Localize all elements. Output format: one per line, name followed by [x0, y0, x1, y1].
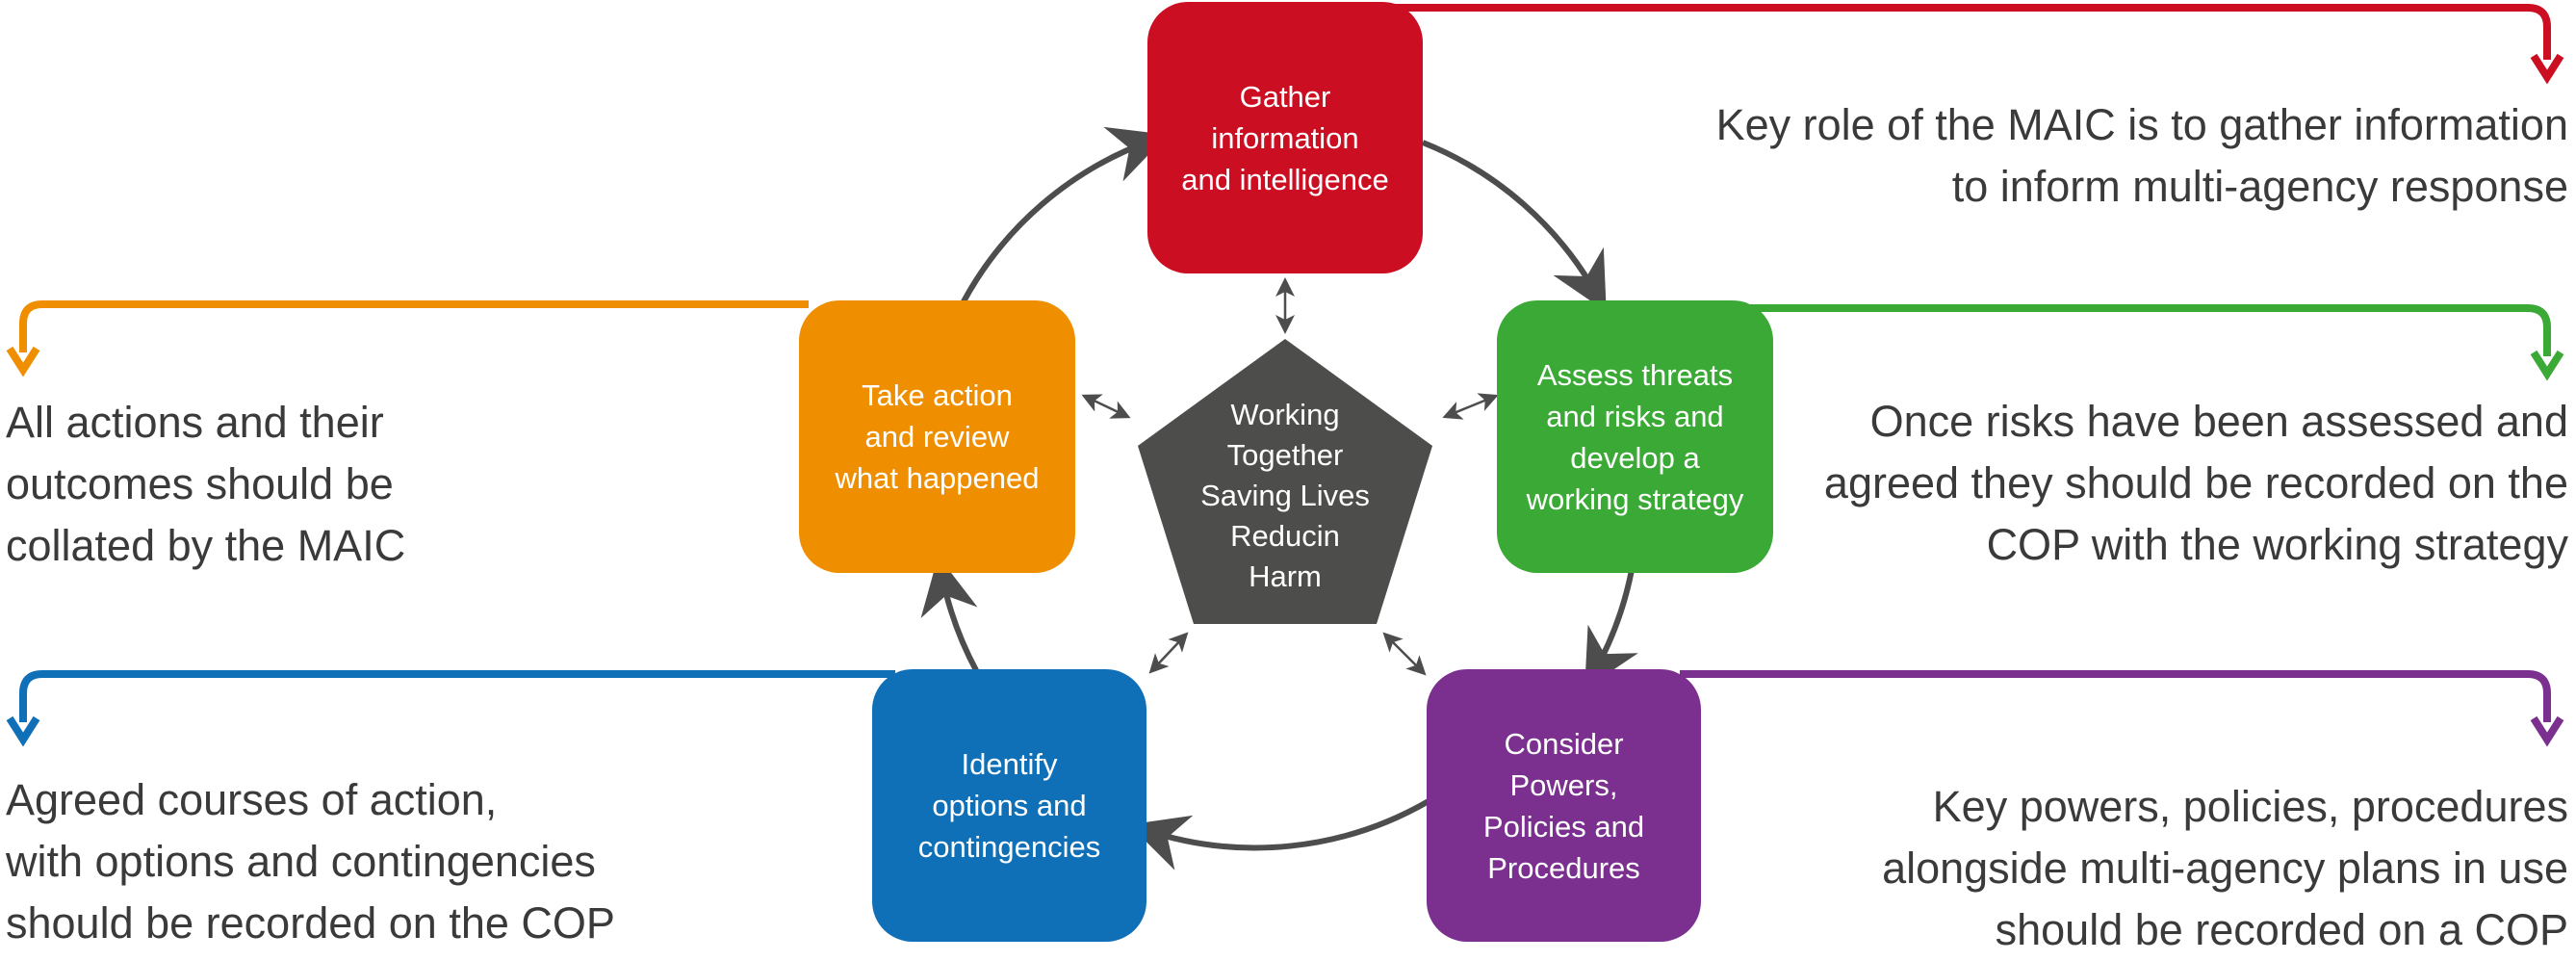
connector-take-head — [6, 346, 40, 377]
note-assess: Once risks have been assessed and agreed… — [1823, 397, 2568, 569]
cycle-arc-consider-to-identify — [1128, 798, 1430, 870]
connector-gather — [1384, 4, 2551, 60]
step-gather-label: Gather information and intelligence — [1181, 79, 1389, 196]
cycle-arc-assess-to-consider — [1584, 569, 1638, 689]
cycle-arc-identify-to-take — [920, 556, 980, 674]
step-gather-box: Gather information and intelligence — [1147, 2, 1423, 273]
connector-consider — [1680, 670, 2551, 722]
connector-consider-head — [2530, 715, 2564, 747]
note-identify: Agreed courses of action, with options a… — [6, 775, 615, 948]
step-take-label: Take action and review what happened — [835, 378, 1040, 495]
step-consider-box: Consider Powers, Policies and Procedures — [1427, 669, 1701, 942]
note-consider: Key powers, policies, procedures alongsi… — [1882, 782, 2568, 954]
cycle-arc-gather-to-assess — [1421, 140, 1607, 312]
connector-gather-head — [2530, 53, 2564, 85]
connector-identify — [19, 670, 895, 722]
step-take-box: Take action and review what happened — [799, 300, 1075, 573]
note-take: All actions and their outcomes should be… — [6, 398, 406, 570]
cycle-arc-take-to-gather — [960, 126, 1168, 305]
step-identify-box: Identify options and contingencies — [872, 669, 1146, 942]
step-consider-label: Consider Powers, Policies and Procedures — [1482, 726, 1645, 885]
step-assess-label: Assess threats and risks and develop a w… — [1526, 357, 1744, 516]
step-identify-label: Identify options and contingencies — [917, 747, 1101, 864]
center-label: Working Together Saving Lives Reducin Ha… — [1200, 398, 1370, 593]
spoke-identify — [1148, 632, 1189, 674]
spoke-assess — [1442, 393, 1499, 420]
connector-identify-head — [6, 715, 40, 747]
step-assess-box: Assess threats and risks and develop a w… — [1497, 300, 1773, 573]
spoke-take — [1081, 394, 1131, 419]
center-pentagon — [1138, 339, 1432, 624]
note-gather: Key role of the MAIC is to gather inform… — [1715, 100, 2568, 211]
spoke-consider — [1382, 632, 1427, 676]
connector-assess-head — [2530, 350, 2564, 381]
connector-assess — [1685, 304, 2551, 356]
connector-take — [19, 300, 809, 352]
